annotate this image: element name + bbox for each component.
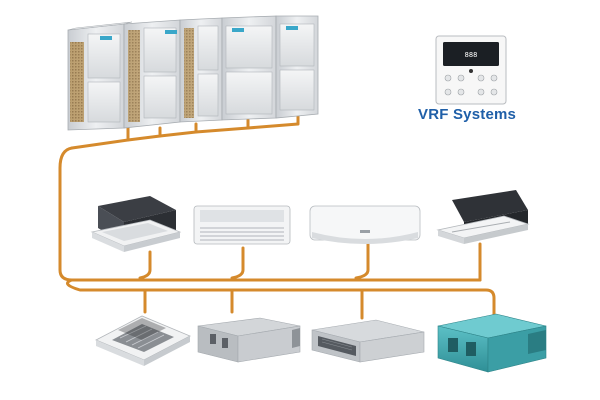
outdoor-module-5	[275, 15, 319, 119]
diagram-title: VRF Systems	[418, 106, 517, 123]
pipe-bus-lower	[66, 278, 496, 318]
wall-mounted-unit-icon	[309, 205, 421, 244]
ceiling-floor-unit-icon	[193, 205, 291, 245]
high-static-duct-unit-icon	[437, 313, 547, 373]
outdoor-module-2	[123, 19, 181, 129]
pipe-outdoor-4	[194, 118, 250, 134]
outdoor-module-3	[179, 17, 223, 123]
four-way-cassette-icon	[95, 315, 191, 366]
pipe-main-left	[58, 146, 482, 282]
one-way-cassette-icon	[436, 190, 530, 244]
pipe-drop-r1-1	[138, 250, 152, 280]
refrigerant-piping	[58, 114, 496, 320]
pipe-drop-r1-2	[230, 246, 245, 280]
wired-controller-icon: 888	[435, 35, 507, 105]
pipe-outdoor-2	[126, 126, 162, 142]
ceiling-cassette-icon	[90, 196, 182, 252]
pipe-drop-r1-3	[354, 242, 370, 280]
outdoor-module-1	[67, 21, 133, 131]
outdoor-module-4	[221, 15, 277, 121]
pipe-outdoor-3	[158, 122, 198, 138]
pipe-outdoor-5	[246, 114, 300, 130]
controller-display: 888	[465, 51, 478, 59]
pipe-outdoor-1	[70, 126, 130, 150]
ducted-unit-icon	[197, 317, 301, 363]
vrf-outdoor-unit-icon	[67, 15, 319, 131]
slim-duct-unit-icon	[311, 319, 425, 363]
